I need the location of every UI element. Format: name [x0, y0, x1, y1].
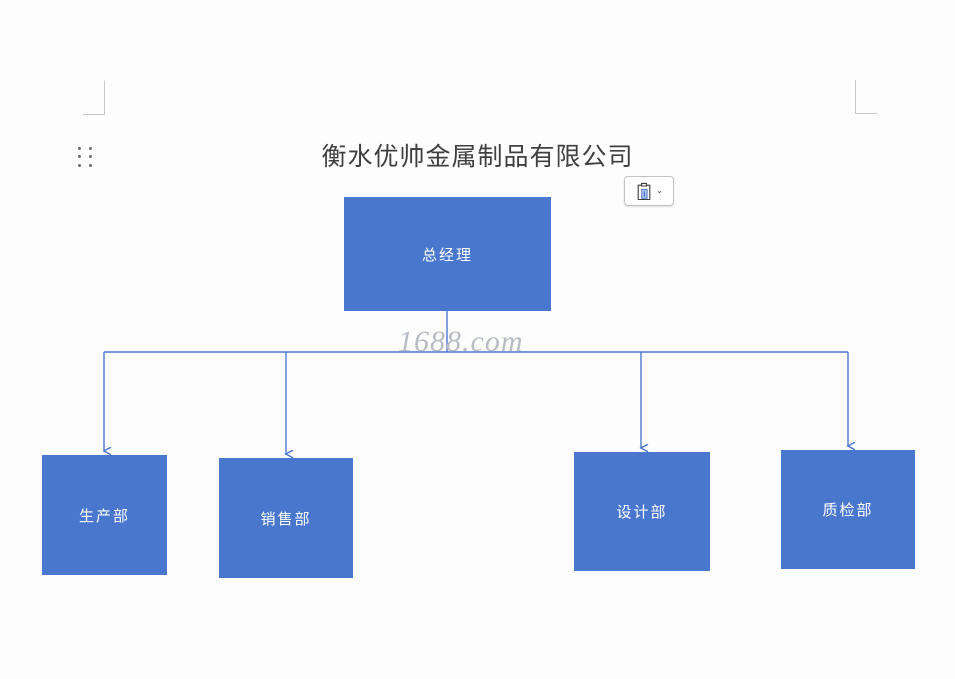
- org-node-child-4[interactable]: 质检部: [781, 450, 915, 569]
- watermark-text: 1688.com: [398, 325, 524, 358]
- org-node-label: 总经理: [421, 247, 473, 264]
- org-node-label: 销售部: [260, 511, 312, 528]
- org-node-child-3[interactable]: 设计部: [574, 452, 710, 571]
- org-node-label: 质检部: [822, 503, 874, 519]
- handle-dot: [78, 147, 81, 150]
- org-node-label: 设计部: [616, 505, 668, 521]
- margin-corner-mark-top-right: [821, 80, 877, 114]
- chevron-down-icon: ⌄: [656, 186, 663, 195]
- handle-dot: [88, 163, 92, 167]
- handle-dot: [88, 155, 92, 159]
- page-title: 衡水优帅金属制品有限公司: [321, 144, 634, 171]
- handle-dot: [78, 163, 81, 167]
- handle-dot: [88, 147, 92, 150]
- object-move-handle[interactable]: [78, 147, 94, 169]
- paste-options-button[interactable]: ⌄: [624, 176, 674, 206]
- org-node-root[interactable]: 总经理: [344, 197, 551, 311]
- org-node-label: 生产部: [78, 508, 130, 525]
- clipboard-paste-icon: [635, 182, 653, 201]
- handle-dot: [78, 155, 81, 159]
- org-node-child-1[interactable]: 生产部: [42, 455, 167, 575]
- org-node-child-2[interactable]: 销售部: [219, 458, 353, 578]
- margin-corner-mark-top-left: [83, 80, 139, 115]
